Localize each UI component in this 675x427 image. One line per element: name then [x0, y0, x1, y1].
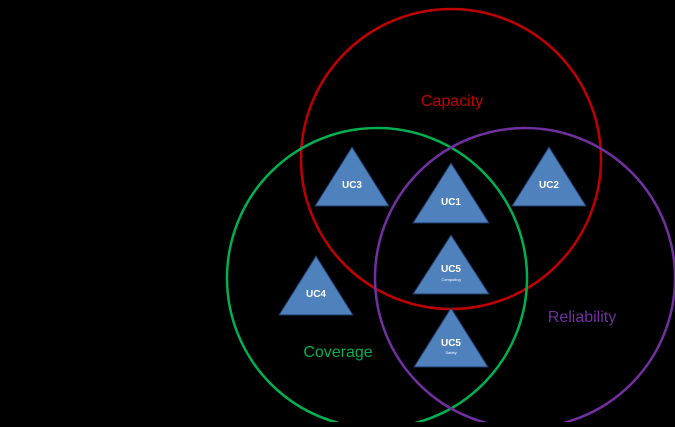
uc1-triangle: UC1	[412, 162, 490, 224]
uc1-label: UC1	[441, 197, 461, 208]
uc5-computing-label: UC5	[441, 264, 461, 275]
uc2-shape	[511, 146, 587, 207]
uc5-safety-sublabel: Safety	[445, 350, 456, 355]
uc4-label: UC4	[306, 289, 326, 300]
reliability-circle	[373, 126, 675, 427]
uc3-shape	[314, 146, 390, 207]
coverage-circle	[225, 126, 529, 427]
uc2-triangle: UC2	[511, 146, 587, 207]
uc5-safety-label: UC5	[441, 338, 461, 349]
coverage-label: Coverage	[303, 344, 372, 361]
uc5-safety-shape	[413, 307, 489, 368]
uc3-triangle: UC3	[314, 146, 390, 207]
uc5-safety-triangle: UC5 Safety	[413, 307, 489, 368]
uc4-triangle: UC4	[278, 255, 354, 316]
uc4-shape	[278, 255, 354, 316]
capacity-label: Capacity	[421, 93, 483, 110]
uc3-label: UC3	[342, 180, 362, 191]
reliability-label: Reliability	[548, 309, 616, 326]
uc5-computing-sublabel: Computing	[441, 277, 460, 282]
uc1-shape	[412, 162, 490, 224]
uc5-computing-shape	[412, 234, 490, 295]
uc2-label: UC2	[539, 180, 559, 191]
uc5-computing-triangle: UC5 Computing	[412, 234, 490, 295]
